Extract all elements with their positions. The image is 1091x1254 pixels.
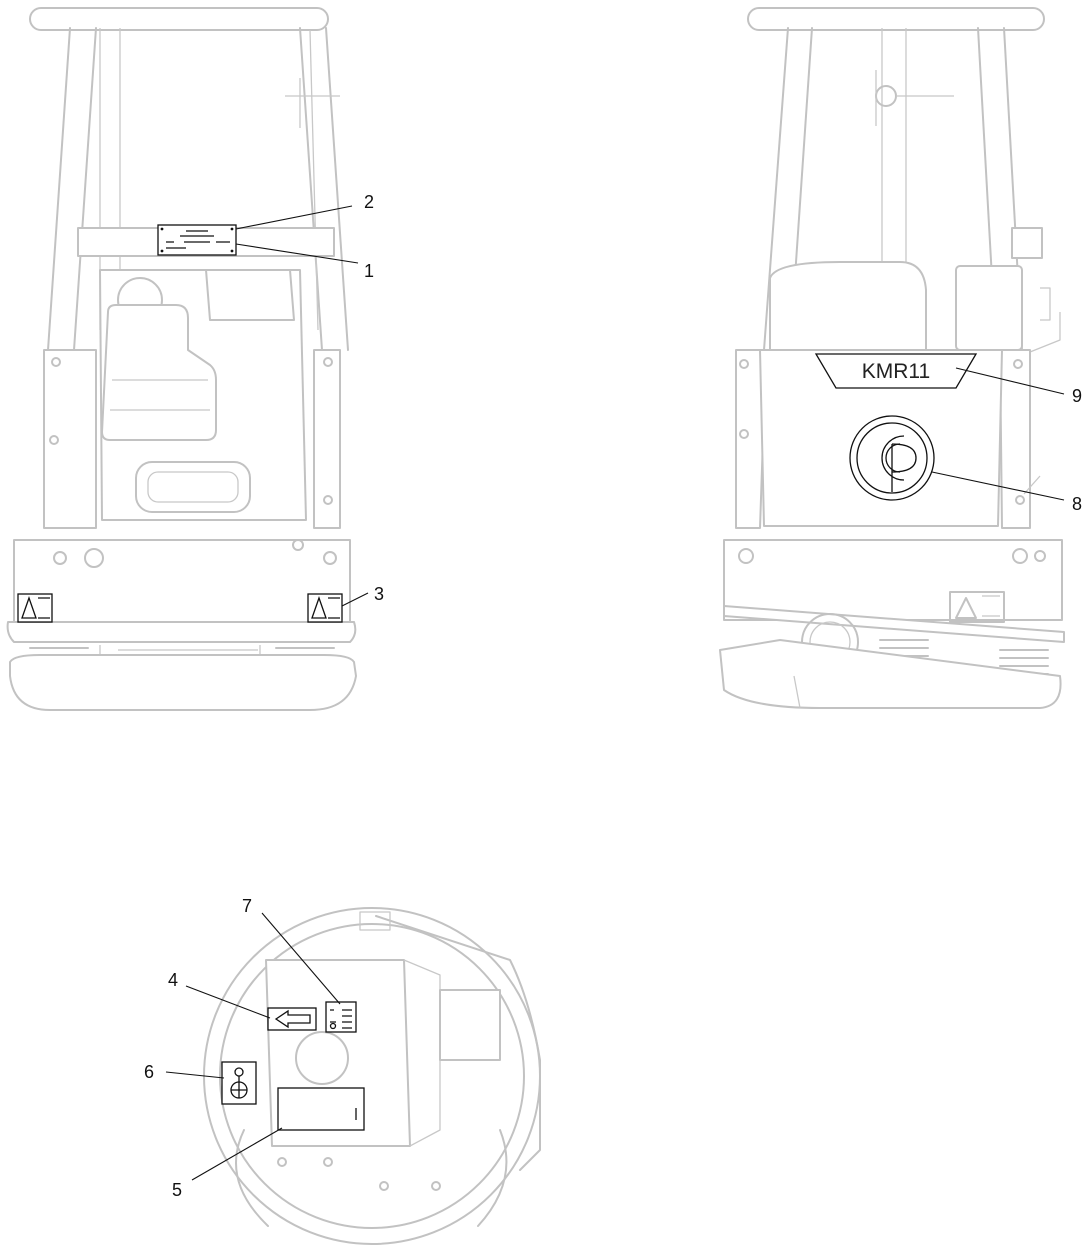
air-filter-ribs [110,379,210,411]
cross-beam-stub [1011,227,1043,259]
air-filter [101,304,217,441]
callout-3: 3 [374,584,384,604]
engine-cover-panel [759,349,1003,527]
warning-decal-left [17,593,53,623]
lift-loop [135,461,251,513]
center-post [881,28,907,264]
leader-7 [261,912,341,1005]
model-plate [814,353,978,389]
handle-bar [747,7,1045,31]
handle-bar [29,7,329,31]
leader-3 [341,592,369,607]
callout-4: 4 [168,970,178,990]
callout-9: 9 [1072,386,1082,406]
t-knob [285,78,340,128]
bottom-plate [9,654,357,711]
leader-8 [931,471,1065,501]
leader-2 [235,205,353,230]
base-skirt [6,621,357,643]
right-side-frame [313,349,341,529]
right-side-frame [999,349,1031,529]
lifting-point-decal [221,1061,257,1105]
lift-loop-inner [147,471,239,503]
leader-5 [191,1127,283,1181]
callout-1: 1 [364,261,374,281]
fuel-tank [769,261,927,351]
callout-5: 5 [172,1180,182,1200]
callout-leaders [165,205,1065,1181]
fuel-tank [205,269,295,321]
base-housing [723,539,1063,621]
instruction-plate [277,1087,365,1131]
model-name: KMR11 [862,360,930,383]
leader-6 [165,1071,225,1079]
rear-view: KMR11 [719,7,1065,709]
front-view [6,7,357,711]
callout-8: 8 [1072,494,1082,514]
leader-9 [955,367,1065,395]
callout-7: 7 [242,896,252,916]
warning-decal-rear [949,591,1005,623]
filler-cap [295,1031,349,1085]
callout-labels: 2 1 3 9 8 7 4 6 5 [144,192,1082,1200]
t-knob [875,85,897,107]
left-side-frame [43,349,97,529]
handle-frame [47,27,349,351]
noise-level-decal [325,1001,357,1033]
plate-bolts [277,1157,441,1191]
engine-cover [955,265,1023,351]
base-skirt [723,605,1065,643]
inner-ring [219,923,525,1229]
left-side-frame [735,349,767,529]
top-lug [359,911,391,931]
warning-decal-right [307,593,343,623]
data-plate-markings [160,227,234,253]
callout-2: 2 [364,192,374,212]
leader-4 [185,985,271,1019]
leader-1 [235,243,359,264]
engine-side-box [439,989,501,1061]
cp-logo [849,415,935,501]
handle-frame [763,27,1023,351]
bottom-plate [719,639,1062,709]
rear-springs [879,639,1049,675]
callout-6: 6 [144,1062,154,1082]
data-plate [157,224,237,256]
direction-arrow-decal [267,1007,317,1031]
top-view [203,907,541,1245]
